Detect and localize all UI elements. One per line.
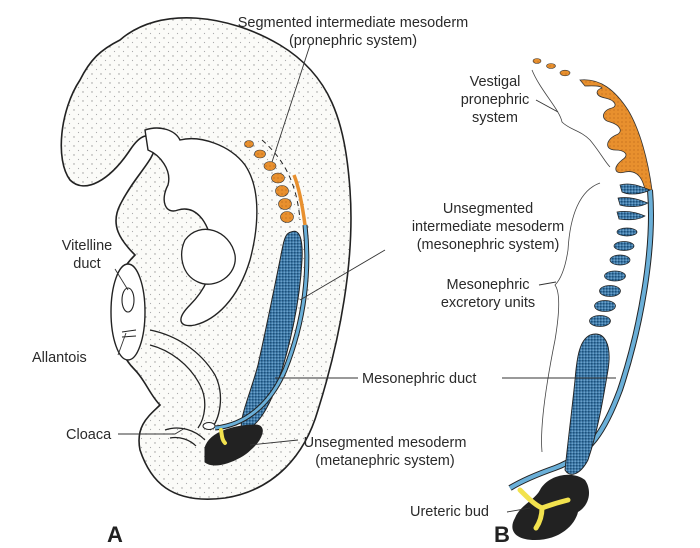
brace-excretory — [541, 182, 601, 453]
cloacal-opening — [202, 422, 216, 430]
panel-label-a: A — [107, 522, 123, 547]
label-line: system — [472, 110, 518, 126]
pronephric-comb — [579, 79, 653, 191]
label-segmented-mesoderm: Segmented intermediate mesoderm (proneph… — [228, 14, 478, 50]
pronephric-segments — [244, 140, 294, 223]
pronephric-duct — [292, 174, 307, 226]
label-cloaca: Cloaca — [66, 427, 112, 443]
label-line: Vestigal — [469, 74, 521, 90]
leader-lines-b — [502, 99, 616, 513]
leader-lines-a — [114, 44, 386, 446]
heart-bulge — [181, 228, 236, 285]
label-mesonephric-excretory-units: Mesonephric excretory units — [428, 276, 548, 312]
panel-label-b: B — [494, 522, 510, 547]
mesonephric-tubules — [589, 183, 651, 327]
cloaca — [164, 427, 206, 447]
gut-cavity — [144, 127, 258, 327]
label-unsegmented-mesoderm: Unsegmented mesoderm (metanephric system… — [295, 434, 475, 470]
ureteric-bud-b — [517, 487, 571, 531]
hindgut — [149, 329, 222, 431]
label-unsegmented-intermediate: Unsegmented intermediate mesoderm (meson… — [388, 200, 588, 254]
ureteric-bud-a — [219, 428, 227, 445]
brace-vestigal — [531, 69, 611, 168]
vitelline-lumen — [121, 287, 135, 313]
vestigial-pronephric-units — [532, 58, 571, 77]
metanephric-mass-a — [204, 424, 263, 466]
label-line: (mesonephric system) — [416, 237, 560, 253]
mesonephric-mass-b — [564, 333, 610, 475]
label-line: intermediate mesoderm — [411, 219, 565, 235]
label-line: Vitelline — [61, 238, 113, 254]
label-line: pronephric — [460, 92, 530, 108]
label-allantois: Allantois — [32, 350, 87, 366]
label-line: Unsegmented — [442, 201, 534, 217]
panel-b-kidney-system — [502, 58, 654, 540]
label-line: Unsegmented mesoderm — [303, 435, 467, 451]
panel-a-embryo — [60, 17, 386, 500]
label-mesonephric-duct: Mesonephric duct — [362, 371, 477, 387]
label-line: duct — [73, 256, 101, 272]
label-line: excretory units — [440, 295, 536, 311]
label-vestigal-pronephric: Vestigal pronephric system — [450, 73, 540, 127]
label-ureteric-bud: Ureteric bud — [410, 504, 489, 520]
label-vitelline-duct: Vitelline duct — [54, 237, 120, 273]
label-line: Mesonephric — [446, 277, 530, 293]
label-line: (metanephric system) — [315, 453, 455, 469]
label-line: (pronephric system) — [288, 33, 418, 49]
label-line: Segmented intermediate mesoderm — [237, 15, 469, 31]
